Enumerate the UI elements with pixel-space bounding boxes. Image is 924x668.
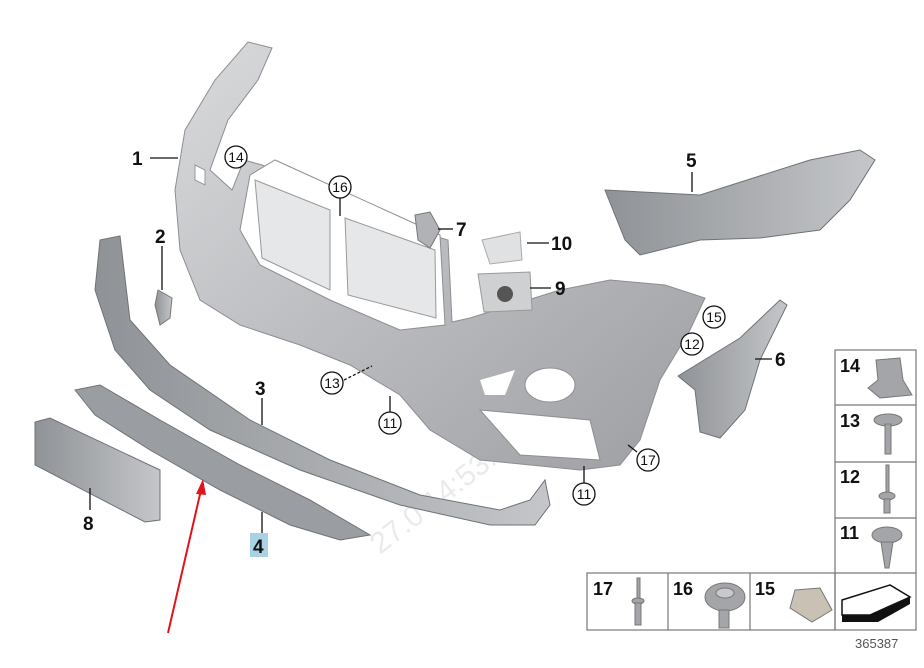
callout-16: 16: [332, 179, 348, 195]
callout-5: 5: [686, 151, 697, 172]
part-8: [34, 417, 161, 523]
direction-arrow-icon: [841, 584, 912, 622]
table-label-14: 14: [840, 356, 860, 376]
callout-2: 2: [155, 227, 166, 248]
rivet-17-icon: [631, 577, 645, 626]
callout-9: 9: [555, 279, 566, 300]
rivet-12-icon: [878, 464, 896, 514]
callout-17: 17: [640, 452, 656, 468]
part-6: [677, 299, 788, 439]
callout-4[interactable]: 4: [253, 537, 264, 558]
part-9: [477, 271, 533, 313]
bolt-11-icon: [871, 526, 903, 569]
screw-16-icon: [704, 582, 746, 629]
leader-lines: [89, 157, 772, 534]
callout-1: 1: [132, 149, 143, 170]
callout-circles: [224, 145, 726, 506]
part-3: [94, 235, 551, 526]
callout-11b: 11: [577, 486, 592, 502]
callout-8: 8: [83, 514, 94, 535]
table-label-15: 15: [755, 579, 775, 599]
table-label-12: 12: [840, 467, 860, 487]
callout-11a: 11: [383, 415, 398, 431]
callout-10: 10: [551, 234, 572, 255]
clip-15-icon: [789, 587, 833, 623]
table-label-11: 11: [840, 523, 859, 543]
callout-15: 15: [706, 309, 722, 325]
part-10: [481, 231, 523, 265]
callout-13: 13: [324, 375, 340, 391]
diagram-number: 365387: [855, 636, 898, 651]
callout-14: 14: [228, 149, 244, 165]
callout-3: 3: [255, 379, 266, 400]
table-label-17: 17: [593, 579, 613, 599]
callout-6: 6: [775, 350, 786, 371]
parts-table: [586, 349, 917, 631]
screw-13-icon: [873, 413, 903, 455]
callout-7: 7: [456, 220, 467, 241]
part-2: [154, 289, 173, 326]
clip-14-icon: [867, 357, 913, 399]
red-arrow-icon: [167, 479, 206, 634]
table-label-16: 16: [673, 579, 693, 599]
part-5: [604, 149, 876, 256]
part-4: [74, 384, 372, 541]
callout-12: 12: [684, 336, 700, 352]
table-label-13: 13: [840, 411, 860, 431]
highlight-box: [250, 533, 268, 557]
part-7: [414, 211, 441, 249]
part-front-bumper: [174, 41, 706, 471]
